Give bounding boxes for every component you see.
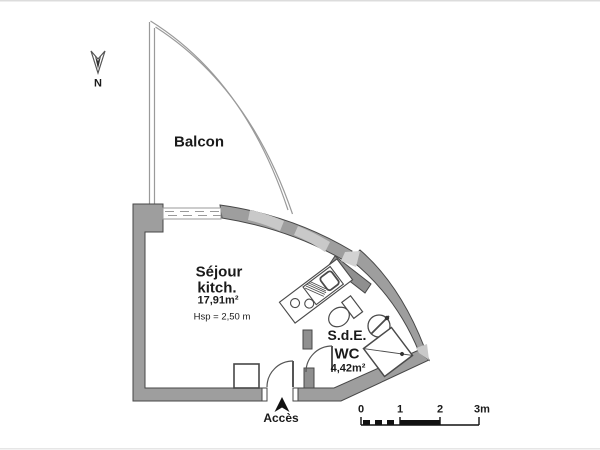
scale-tick-1: 1 xyxy=(396,403,404,416)
wall-highlight-segments xyxy=(248,210,429,360)
duct-box xyxy=(233,363,260,389)
washbasin-tap-dot xyxy=(384,315,390,321)
kitchen-burner-icon xyxy=(289,297,301,309)
living-room-label: Séjour xyxy=(195,263,243,281)
balcony-railing xyxy=(148,20,294,215)
living-room-area: 17,91m² xyxy=(197,294,239,307)
sink-basin xyxy=(319,270,340,292)
shower-tray xyxy=(362,326,414,378)
toilet-bowl xyxy=(328,306,350,328)
toilet xyxy=(328,294,364,328)
scale-tick-0: 0 xyxy=(357,403,365,416)
kitchen-counter xyxy=(278,258,354,324)
access-label: Accès xyxy=(263,411,299,425)
wall-entry-stub-bottom xyxy=(303,367,315,389)
shower-diagonal xyxy=(363,348,413,356)
bathroom-door-swing xyxy=(305,345,333,373)
ceiling-height-note: Hsp = 2,50 m xyxy=(193,311,251,323)
north-label: N xyxy=(94,77,102,90)
north-arrow-icon xyxy=(90,50,106,75)
entrance-door-swing xyxy=(266,360,294,388)
living-room-label-2: kitch. xyxy=(197,279,237,297)
shower-drain xyxy=(400,351,405,356)
entrance-door xyxy=(261,360,299,402)
bathroom-door xyxy=(305,345,333,373)
wc-label: WC xyxy=(334,345,360,363)
scale-bar xyxy=(360,417,480,426)
scale-tick-3: 3m xyxy=(474,403,490,416)
toilet-tank xyxy=(340,294,364,320)
balcony-window xyxy=(162,207,222,220)
bathroom-label: S.d.E. xyxy=(327,327,367,343)
scale-bar-solid-segment xyxy=(400,420,440,425)
scale-tick-2: 2 xyxy=(436,403,444,416)
balcony-label: Balcon xyxy=(173,133,225,151)
wall-curved-sejour xyxy=(219,204,353,262)
frame-top-line xyxy=(0,0,600,2)
frame-bottom-line xyxy=(0,448,600,450)
door-jamb-right xyxy=(292,387,299,402)
access-arrow-icon xyxy=(274,397,290,412)
bathroom-area: 4,42m² xyxy=(330,362,366,375)
sink-drainer-hatch xyxy=(304,281,327,297)
wall-entry-stub-top xyxy=(302,329,313,350)
door-jamb-left xyxy=(261,387,268,402)
